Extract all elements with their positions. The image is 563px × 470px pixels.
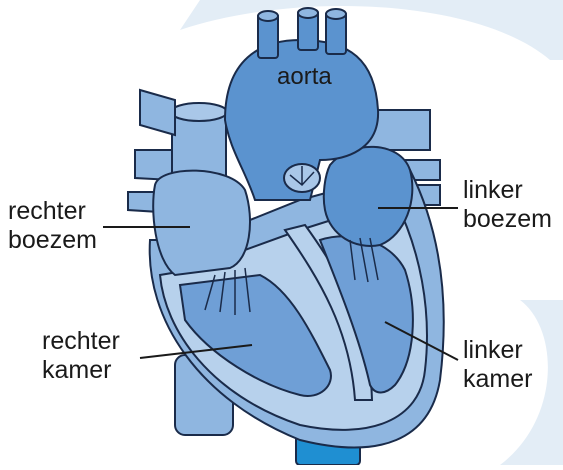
left-atrium <box>324 147 413 246</box>
label-left-atrium-line-2: boezem <box>463 205 552 234</box>
label-aorta: aorta <box>277 62 332 91</box>
label-left-ventricle-line-1: linker <box>463 336 532 365</box>
label-right-atrium-line-2: boezem <box>8 226 97 255</box>
label-right-atrium-line-1: rechter <box>8 197 97 226</box>
aorta-branch-3-top <box>326 9 346 19</box>
label-left-atrium-line-1: linker <box>463 176 552 205</box>
label-right-ventricle-line-1: rechter <box>42 327 120 356</box>
label-right-ventricle: rechter kamer <box>42 327 120 385</box>
pulmonary-branch-left <box>140 90 175 135</box>
aorta-branch-1-top <box>258 11 278 21</box>
label-left-atrium: linker boezem <box>463 176 552 234</box>
aorta-branch-2-top <box>298 8 318 18</box>
label-right-atrium: rechter boezem <box>8 197 97 255</box>
background-swirl <box>180 0 563 60</box>
label-right-ventricle-line-2: kamer <box>42 356 120 385</box>
right-atrium <box>153 171 250 275</box>
vena-cava-top <box>171 103 227 121</box>
label-left-ventricle-line-2: kamer <box>463 365 532 394</box>
label-left-ventricle: linker kamer <box>463 336 532 394</box>
